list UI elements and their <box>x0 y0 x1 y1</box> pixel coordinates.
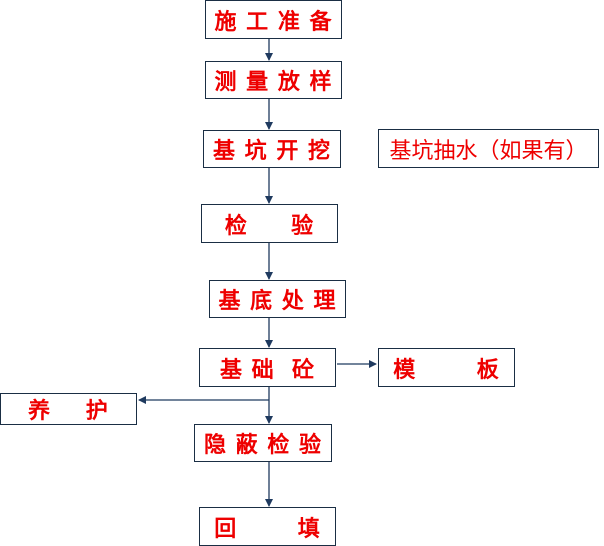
node-label: 基 础 砼 <box>220 356 315 383</box>
node-label: 检 验 <box>224 212 315 239</box>
node-base-treatment: 基 底 处 理 <box>209 280 346 318</box>
node-survey-layout: 测 量 放 样 <box>205 61 342 99</box>
node-label: 基 坑 开 挖 <box>213 138 331 164</box>
node-pit-excavation: 基 坑 开 挖 <box>203 130 341 168</box>
node-hidden-inspection: 隐 蔽 检 验 <box>194 424 332 462</box>
node-foundation-concrete: 基 础 砼 <box>199 348 336 387</box>
node-formwork: 模 板 <box>378 348 515 387</box>
node-construction-prep: 施 工 准 备 <box>205 0 342 39</box>
node-label: 施 工 准 备 <box>214 8 333 35</box>
node-label: 测 量 放 样 <box>214 69 333 95</box>
node-label: 隐 蔽 检 验 <box>204 432 322 458</box>
node-backfill: 回 填 <box>199 507 336 546</box>
node-label: 模 板 <box>393 356 500 383</box>
node-inspection: 检 验 <box>201 204 338 243</box>
node-label: 养 护 <box>28 398 109 424</box>
node-label: 回 填 <box>214 515 321 542</box>
node-label: 基坑抽水（如果有） <box>389 138 588 164</box>
node-pit-dewatering: 基坑抽水（如果有） <box>378 129 599 168</box>
node-curing: 养 护 <box>0 393 137 425</box>
node-label: 基 底 处 理 <box>218 288 337 314</box>
